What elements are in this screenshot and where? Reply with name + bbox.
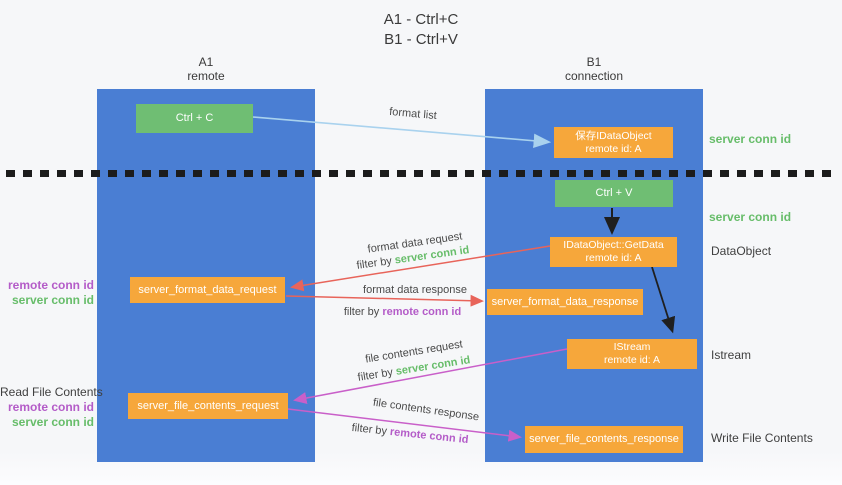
annotation-server-conn-id-1: server conn id (11, 293, 94, 307)
label-filter-by-4: filter by (351, 421, 391, 438)
lifeline-b1-name: B1 (586, 55, 602, 69)
label-filter-remote-conn-id-1: remote conn id (382, 306, 462, 318)
annotation-server-conn-id-top: server conn id (709, 132, 792, 146)
annotation-format-conn-ids: remote conn id server conn id (0, 278, 94, 308)
format-data-response-arrow (285, 294, 484, 307)
annotation-read-file-contents-group: Read File Contents remote conn id server… (0, 385, 103, 430)
node-server-format-data-request-label: server_format_data_request (138, 283, 277, 296)
node-save-idataobject-line2: remote id: A (585, 142, 642, 155)
annotation-write-file-contents: Write File Contents (711, 431, 813, 445)
label-filter-by-1: filter by (355, 254, 396, 272)
node-save-idataobject: 保存IDataObject remote id: A (554, 127, 673, 158)
node-save-idataobject-line1: 保存IDataObject (575, 129, 652, 142)
node-server-file-contents-request: server_file_contents_request (128, 393, 288, 419)
node-istream-line1: IStream (613, 341, 651, 353)
node-server-file-contents-response: server_file_contents_response (525, 426, 683, 453)
label-filter-by-2: filter by (343, 306, 383, 318)
diagram-title-line1: A1 - Ctrl+C (383, 11, 459, 28)
node-ctrl-v: Ctrl + V (555, 180, 673, 207)
diagram-title-line2: B1 - Ctrl+V (384, 31, 458, 48)
label-format-list: format list (388, 105, 438, 123)
annotation-server-conn-id-2: server conn id (11, 415, 94, 429)
lifeline-header-b1: B1 connection (485, 55, 703, 83)
node-server-file-contents-response-label: server_file_contents_response (529, 433, 679, 445)
annotation-read-file-contents: Read File Contents (0, 385, 103, 399)
node-ctrl-v-label: Ctrl + V (595, 187, 633, 199)
label-filter-remote-conn-id-2: remote conn id (389, 425, 469, 447)
phase-separator-dotted-line (6, 170, 834, 177)
node-idataobject-getdata-line1: IDataObject::GetData (563, 239, 664, 251)
node-istream-line2: remote id: A (603, 354, 661, 366)
annotation-istream: Istream (711, 348, 752, 362)
annotation-remote-conn-id-1: remote conn id (7, 278, 94, 292)
node-ctrl-c-label: Ctrl + C (175, 112, 214, 124)
lifeline-a1-name: A1 (198, 55, 214, 69)
annotation-remote-conn-id-2: remote conn id (7, 400, 94, 414)
node-idataobject-getdata: IDataObject::GetData remote id: A (550, 237, 677, 267)
label-format-data-response: format data response (363, 284, 467, 296)
label-filter-file-response: filter by remote conn id (346, 421, 475, 446)
annotation-server-conn-id-mid: server conn id (709, 210, 792, 224)
node-idataobject-getdata-line2: remote id: A (585, 252, 642, 264)
label-filter-format-response: filter by remote conn id (340, 306, 465, 318)
node-server-format-data-response: server_format_data_response (487, 289, 643, 315)
label-file-contents-response: file contents response (372, 396, 480, 424)
node-server-file-contents-request-label: server_file_contents_request (137, 399, 279, 412)
lifeline-a1-role: remote (187, 69, 225, 83)
lifeline-header-a1: A1 remote (97, 55, 315, 83)
annotation-dataobject: DataObject (711, 244, 772, 258)
node-server-format-data-response-label: server_format_data_response (491, 295, 639, 308)
lifeline-b1-role: connection (564, 69, 624, 83)
node-ctrl-c: Ctrl + C (136, 104, 253, 133)
node-istream: IStream remote id: A (567, 339, 697, 369)
label-filter-by-3: filter by (356, 365, 397, 384)
node-server-format-data-request: server_format_data_request (130, 277, 285, 303)
